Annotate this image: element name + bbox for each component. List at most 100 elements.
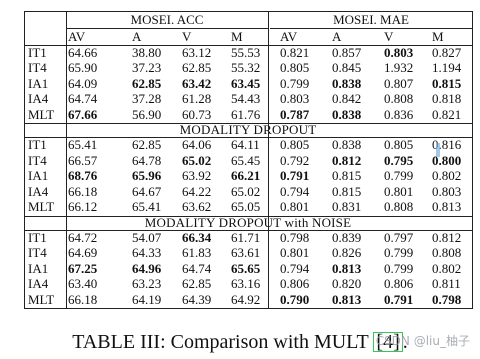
table-cell: 1.194 bbox=[432, 60, 462, 75]
column-header: AV bbox=[68, 29, 86, 44]
section-top-rule bbox=[24, 215, 472, 217]
table-cell: 0.815 bbox=[432, 75, 462, 91]
table-cell: 0.838 bbox=[332, 137, 362, 152]
table-cell: 0.826 bbox=[332, 245, 362, 260]
row-label: IA1 bbox=[28, 168, 49, 183]
row-label: MLT bbox=[28, 106, 55, 122]
row-label: IT1 bbox=[28, 44, 47, 60]
table-cell: 66.12 bbox=[68, 199, 98, 214]
citation-link[interactable]: [4] bbox=[373, 331, 403, 353]
table-cell: 54.43 bbox=[231, 91, 261, 106]
table-cell: 0.805 bbox=[384, 137, 414, 152]
table-cell: 64.66 bbox=[68, 44, 98, 60]
table-cell: 65.02 bbox=[182, 152, 212, 168]
selection-marker bbox=[436, 143, 440, 157]
acc-group-rule bbox=[66, 28, 268, 29]
table-cell: 62.85 bbox=[182, 60, 212, 75]
table-cell: 67.25 bbox=[68, 260, 98, 276]
table-cell: 61.71 bbox=[231, 229, 261, 245]
table-cell: 0.799 bbox=[280, 75, 310, 91]
table-cell: 64.06 bbox=[182, 137, 212, 152]
table-cell: 0.801 bbox=[280, 199, 310, 214]
table-cell: 68.76 bbox=[68, 168, 98, 183]
table-cell: 0.815 bbox=[332, 168, 362, 183]
section-rule bbox=[24, 229, 472, 231]
group-divider bbox=[268, 11, 269, 309]
table-cell: 0.821 bbox=[280, 44, 310, 60]
table-cell: 65.45 bbox=[231, 152, 261, 168]
table-cell: 62.85 bbox=[132, 75, 162, 91]
table-cell: 0.813 bbox=[332, 260, 362, 276]
table-cell: 0.798 bbox=[280, 229, 310, 245]
table-cell: 66.57 bbox=[68, 152, 98, 168]
table-cell: 64.19 bbox=[132, 291, 162, 307]
table-cell: 64.09 bbox=[68, 75, 98, 91]
table-caption: TABLE III: Comparison with MULT [4]. bbox=[0, 330, 480, 354]
column-header: A bbox=[132, 29, 142, 44]
table-cell: 54.07 bbox=[132, 229, 162, 245]
table-cell: 0.813 bbox=[432, 199, 462, 214]
row-label: IT4 bbox=[28, 152, 47, 168]
table-cell: 0.802 bbox=[432, 168, 462, 183]
table-cell: 64.69 bbox=[68, 245, 98, 260]
table-cell: 0.807 bbox=[384, 75, 414, 91]
column-header: M bbox=[432, 29, 444, 44]
table-cell: 0.827 bbox=[432, 44, 462, 60]
table-cell: 65.90 bbox=[68, 60, 98, 75]
table-cell: 0.845 bbox=[332, 60, 362, 75]
column-header: V bbox=[384, 29, 394, 44]
section-rule bbox=[24, 44, 472, 46]
section-rule bbox=[24, 137, 472, 138]
table-cell: 64.96 bbox=[132, 260, 162, 276]
table-cell: 65.02 bbox=[231, 183, 261, 199]
section-title: MODALITY DROPOUT with NOISE bbox=[144, 214, 352, 230]
table-cell: 0.794 bbox=[280, 260, 310, 276]
table-cell: 0.813 bbox=[332, 291, 362, 307]
table-cell: 65.05 bbox=[231, 199, 261, 214]
table-cell: 63.45 bbox=[231, 75, 261, 91]
table-cell: 64.22 bbox=[182, 183, 212, 199]
row-label: IA1 bbox=[28, 75, 49, 91]
table-cell: 0.803 bbox=[280, 91, 310, 106]
table-cell: 65.41 bbox=[68, 137, 98, 152]
row-label: MLT bbox=[28, 199, 55, 214]
table-cell: 64.78 bbox=[132, 152, 162, 168]
table-cell: 64.72 bbox=[68, 229, 98, 245]
table-cell: 0.811 bbox=[432, 276, 461, 291]
row-label: IT4 bbox=[28, 245, 47, 260]
table-cell: 61.76 bbox=[231, 106, 261, 122]
table-cell: 61.28 bbox=[182, 91, 212, 106]
table-bottom-rule bbox=[24, 308, 472, 309]
table-cell: 37.28 bbox=[132, 91, 162, 106]
table-cell: 0.812 bbox=[432, 229, 462, 245]
table-cell: 66.34 bbox=[182, 229, 212, 245]
table-cell: 65.41 bbox=[132, 199, 162, 214]
table-top-rule bbox=[24, 11, 472, 12]
label-column-divider bbox=[66, 11, 67, 309]
table-cell: 0.808 bbox=[384, 91, 414, 106]
table-cell: 0.799 bbox=[384, 168, 414, 183]
table-cell: 0.821 bbox=[432, 106, 462, 122]
column-header: M bbox=[231, 29, 243, 44]
table-cell: 61.83 bbox=[182, 245, 212, 260]
table-cell: 0.805 bbox=[280, 137, 310, 152]
table-cell: 63.61 bbox=[231, 245, 261, 260]
row-label: IA4 bbox=[28, 276, 49, 291]
table-cell: 63.40 bbox=[68, 276, 98, 291]
citation-ref: [4] bbox=[376, 331, 400, 353]
table-cell: 0.812 bbox=[332, 152, 362, 168]
table-cell: 67.66 bbox=[68, 106, 98, 122]
table-cell: 0.799 bbox=[384, 260, 414, 276]
table-cell: 1.932 bbox=[384, 60, 414, 75]
table-cell: 0.795 bbox=[384, 152, 414, 168]
